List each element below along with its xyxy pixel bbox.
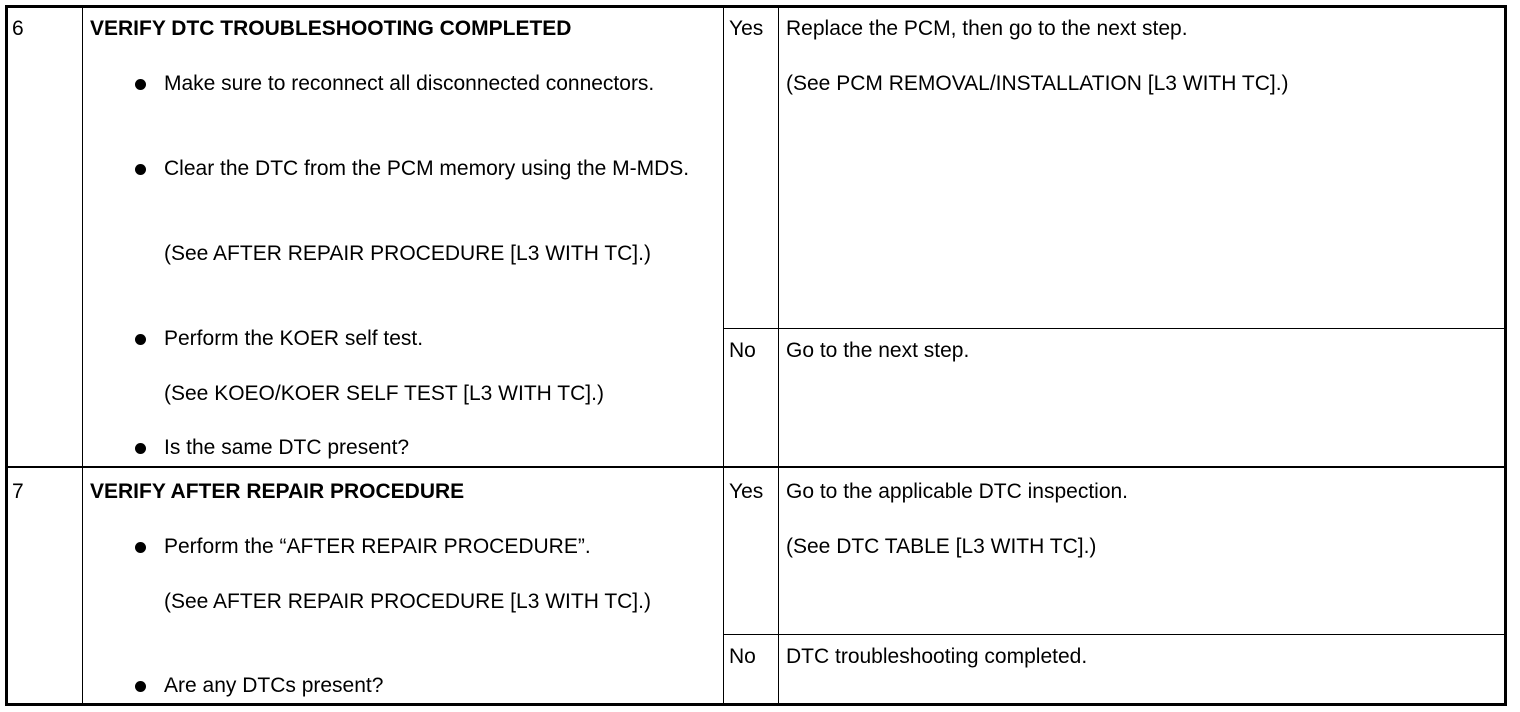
- row-divider-step6-no: [723, 328, 1506, 329]
- row-divider-step7: [6, 466, 1506, 468]
- inspection-reference: (See AFTER REPAIR PROCEDURE [L3 WITH TC]…: [164, 590, 651, 613]
- result-no-label: No: [729, 339, 756, 362]
- row-divider-step7-no: [723, 634, 1506, 635]
- bullet-icon: [135, 443, 146, 454]
- bullet-icon: [135, 164, 146, 175]
- column-divider-result: [778, 6, 779, 706]
- inspection-reference: (See AFTER REPAIR PROCEDURE [L3 WITH TC]…: [164, 242, 651, 265]
- result-no-label: No: [729, 645, 756, 668]
- result-yes-label: Yes: [729, 480, 764, 503]
- action-yes: Go to the applicable DTC inspection.: [786, 480, 1129, 503]
- action-yes-reference: (See DTC TABLE [L3 WITH TC].): [786, 535, 1097, 558]
- inspection-item: Is the same DTC present?: [164, 436, 410, 459]
- step-number: 7: [12, 480, 24, 503]
- inspection-item: Make sure to reconnect all disconnected …: [164, 72, 655, 95]
- bullet-icon: [135, 681, 146, 692]
- column-divider-number: [82, 6, 83, 706]
- inspection-item: Perform the KOER self test.: [164, 327, 424, 350]
- action-no: DTC troubleshooting completed.: [786, 645, 1088, 668]
- action-yes-reference: (See PCM REMOVAL/INSTALLATION [L3 WITH T…: [786, 72, 1289, 95]
- bullet-icon: [135, 79, 146, 90]
- inspection-item: Are any DTCs present?: [164, 674, 384, 697]
- inspection-item: Perform the “AFTER REPAIR PROCEDURE”.: [164, 535, 591, 558]
- inspection-item: Clear the DTC from the PCM memory using …: [164, 157, 690, 180]
- result-yes-label: Yes: [729, 17, 764, 40]
- bullet-icon: [135, 334, 146, 345]
- troubleshooting-table: [5, 5, 1507, 706]
- step-title: VERIFY AFTER REPAIR PROCEDURE: [90, 480, 465, 503]
- inspection-reference: (See KOEO/KOER SELF TEST [L3 WITH TC].): [164, 382, 604, 405]
- action-yes: Replace the PCM, then go to the next ste…: [786, 17, 1188, 40]
- bullet-icon: [135, 542, 146, 553]
- column-divider-inspection: [723, 6, 724, 706]
- action-no: Go to the next step.: [786, 339, 970, 362]
- step-number: 6: [12, 17, 24, 40]
- step-title: VERIFY DTC TROUBLESHOOTING COMPLETED: [90, 17, 572, 40]
